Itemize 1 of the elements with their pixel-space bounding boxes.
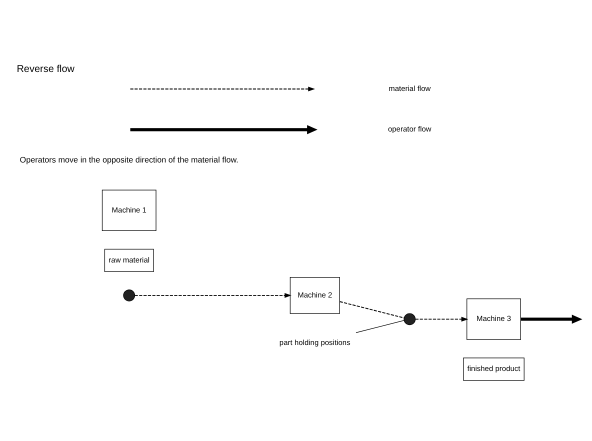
- diagram-title: Reverse flow: [16, 64, 75, 75]
